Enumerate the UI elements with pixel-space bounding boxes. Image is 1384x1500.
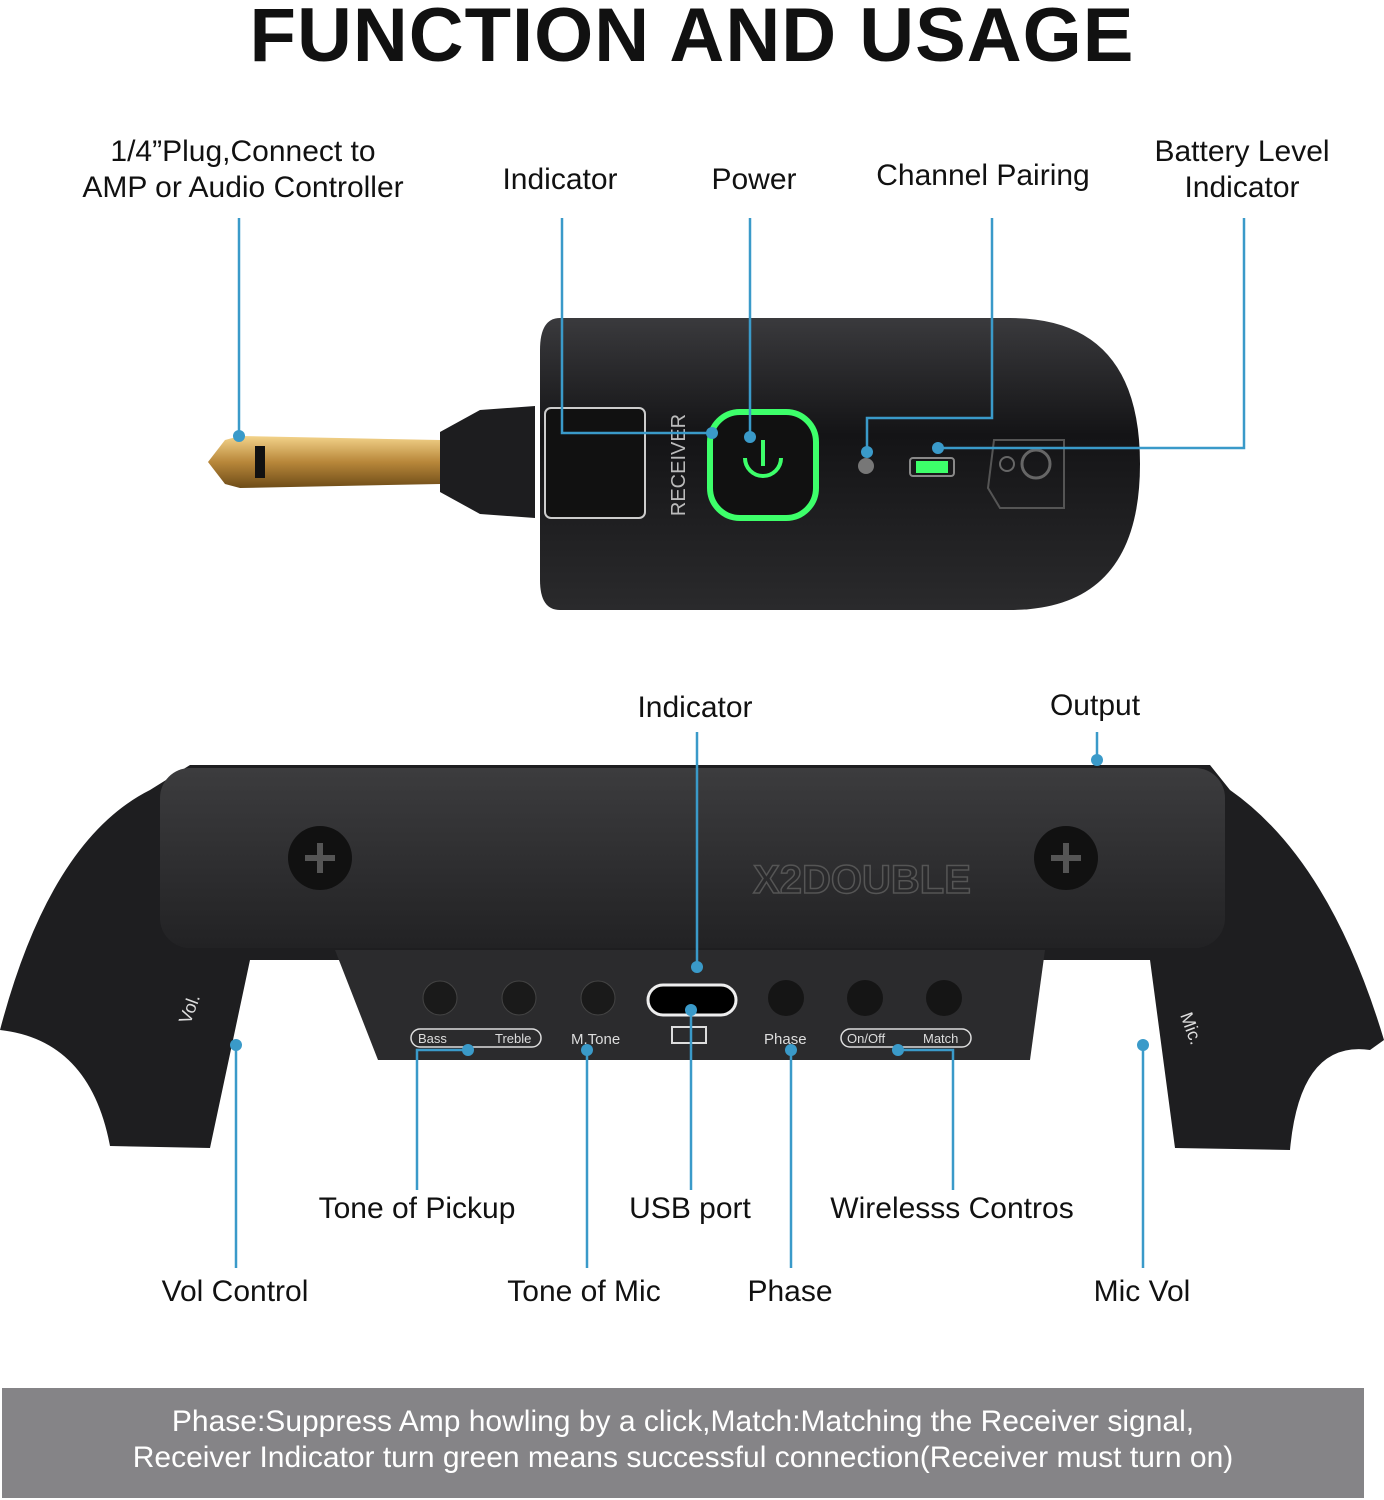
charging-battery-icon (671, 1026, 707, 1044)
screw-right-cross-icon (1051, 843, 1081, 873)
match-label: Match (923, 1031, 958, 1046)
onoff-button (847, 980, 883, 1016)
plug-leader-dot (233, 430, 245, 442)
screw-left-cross-icon (305, 843, 335, 873)
receiver-indicator-label: Indicator (502, 163, 618, 196)
phase-panel-label: Phase (764, 1031, 807, 1048)
tone-pickup-label: Tone of Pickup (318, 1192, 516, 1225)
receiver-device (208, 318, 1140, 610)
channel-pairing-leader-dot (861, 446, 873, 458)
banner-line2: Receiver Indicator turn green means succ… (132, 1441, 1234, 1474)
tone-pickup-leader-line (415, 1048, 468, 1190)
audio-plug (208, 436, 440, 488)
receiver-hinge (544, 407, 646, 519)
battery-label: Battery Level Indicator (1154, 134, 1329, 206)
phase-label: Phase (747, 1275, 833, 1308)
leader-dots (230, 427, 1149, 1056)
receiver-indicator-leader-line (560, 218, 712, 435)
transmitter-device (0, 765, 1384, 1150)
match-button (926, 980, 962, 1016)
battery-label-line1: Battery Level (1154, 135, 1330, 168)
usb-port-label: USB port (629, 1192, 751, 1225)
tone-pickup-leader-dot (462, 1044, 474, 1056)
channel-pairing-led (858, 458, 874, 474)
speaker-icon-large (1020, 448, 1052, 480)
plug-connector (440, 406, 535, 518)
tone-mic-label: Tone of Mic (507, 1275, 661, 1308)
battery-level-fill (916, 461, 948, 473)
mtone-label: M.Tone (571, 1031, 620, 1048)
plug-ring (255, 446, 265, 478)
bass-treble-label-frame (410, 1028, 542, 1048)
phase-leader-dot (785, 1044, 797, 1056)
vol-control-leader-dot (230, 1039, 242, 1051)
channel-pairing-leader-line (865, 218, 994, 452)
treble-label: Treble (495, 1031, 531, 1046)
phase-button (768, 980, 804, 1016)
battery-leader-line (938, 218, 1246, 450)
usb-port-leader-dot (685, 1004, 697, 1016)
plug-label: 1/4”Plug,Connect to AMP or Audio Control… (82, 134, 403, 206)
power-icon (743, 457, 783, 478)
transmitter-indicator-label: Indicator (637, 691, 753, 724)
battery-label-line2: Indicator (1184, 171, 1300, 204)
output-label: Output (1049, 689, 1141, 722)
channel-pairing-label: Channel Pairing (876, 159, 1090, 192)
wireless-controls-label: Wirelesss Contros (830, 1192, 1074, 1225)
treble-knob (501, 980, 537, 1016)
speaker-icon-outline (986, 439, 1065, 509)
onoff-match-label-frame (840, 1028, 972, 1048)
transmitter-indicator-leader-dot (691, 961, 703, 973)
power-label: Power (711, 163, 797, 196)
wireless-controls-leader-dot (892, 1044, 904, 1056)
info-banner: Phase:Suppress Amp howling by a click,Ma… (2, 1388, 1364, 1498)
onoff-label: On/Off (847, 1031, 885, 1046)
battery-icon (909, 457, 955, 477)
wireless-controls-leader-line (898, 1048, 955, 1190)
brand-logo: X2DOUBLE (753, 858, 971, 902)
output-leader-dot (1091, 754, 1103, 766)
transmitter-top-bar (160, 768, 1225, 948)
speaker-icon-small (999, 456, 1015, 472)
bass-knob (422, 980, 458, 1016)
power-leader-dot (744, 431, 756, 443)
mic-vol-label: Mic Vol (1093, 1275, 1191, 1308)
page-title: FUNCTION AND USAGE (249, 0, 1135, 78)
battery-leader-dot (932, 442, 944, 454)
leader-lines (234, 218, 1246, 1268)
tone-mic-leader-dot (581, 1044, 593, 1056)
plug-label-line1: 1/4”Plug,Connect to (110, 135, 376, 168)
banner-line1: Phase:Suppress Amp howling by a click,Ma… (171, 1405, 1195, 1438)
vol-control-label: Vol Control (161, 1275, 309, 1308)
plug-label-line2: AMP or Audio Controller (82, 171, 404, 204)
receiver-indicator-leader-dot (706, 427, 718, 439)
receiver-text: RECEIVER (668, 414, 690, 516)
mtone-knob (580, 980, 616, 1016)
receiver-body (540, 318, 1140, 610)
mic-vol-leader-dot (1137, 1039, 1149, 1051)
bass-label: Bass (418, 1031, 447, 1046)
